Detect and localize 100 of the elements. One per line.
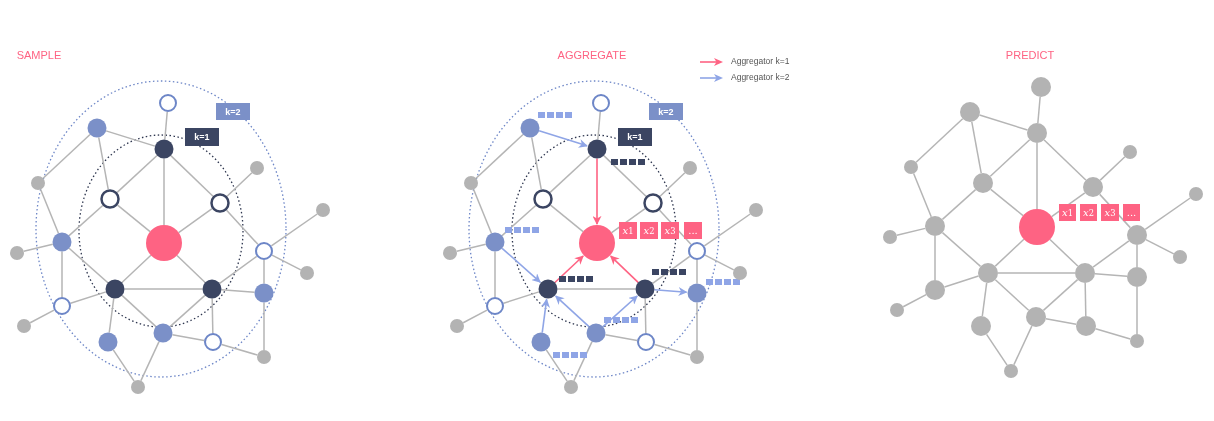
graph-node <box>531 332 551 352</box>
graph-edge <box>169 294 206 328</box>
graph-node <box>925 216 945 236</box>
graph-edge <box>658 209 692 246</box>
graph-edge <box>61 250 63 298</box>
graph-edge <box>97 136 109 191</box>
feature-label: ... <box>684 222 702 239</box>
graph-edge <box>653 343 692 356</box>
graph-node <box>688 242 706 260</box>
graph-node <box>971 316 991 336</box>
graph-node <box>300 266 314 280</box>
graph-node <box>643 193 663 213</box>
arrow <box>501 247 541 283</box>
graph-edge <box>651 255 691 285</box>
graph-node <box>592 94 610 112</box>
graph-edge <box>108 297 115 334</box>
arrow <box>541 298 551 334</box>
graph-edge <box>941 231 982 268</box>
graph-edge <box>971 121 982 174</box>
graph-edge <box>1136 286 1138 335</box>
graph-node <box>1189 187 1203 201</box>
graph-edge <box>29 309 55 324</box>
graph-edge <box>263 259 265 285</box>
graph-edge <box>603 154 647 197</box>
graph-edge <box>573 340 593 382</box>
graph-node <box>1127 225 1147 245</box>
graph-node <box>10 246 24 260</box>
graph-edge <box>494 250 496 298</box>
graph-node <box>1127 267 1147 287</box>
graph-edge <box>1042 278 1079 312</box>
graph-node <box>98 332 118 352</box>
graph-edge <box>1050 192 1086 218</box>
graph-edge <box>226 172 253 198</box>
graph-edge <box>211 297 214 334</box>
graph-node <box>890 303 904 317</box>
graph-node <box>1076 316 1096 336</box>
graph-edge <box>994 238 1025 267</box>
graph-edge <box>112 349 135 382</box>
graph-node <box>153 323 173 343</box>
graph-node <box>202 279 222 299</box>
graph-node <box>973 173 993 193</box>
graph-edge <box>545 349 568 382</box>
graph-node <box>100 189 120 209</box>
graph-edge <box>116 204 151 233</box>
graph-node <box>1083 177 1103 197</box>
arrow <box>609 255 639 284</box>
graph-edge <box>696 259 698 285</box>
graph-edge <box>225 209 259 246</box>
graph-node <box>52 232 72 252</box>
graph-edge <box>123 288 204 290</box>
graph-edge <box>501 204 537 237</box>
graph-node <box>637 333 655 351</box>
graph-node <box>53 297 71 315</box>
graph-node <box>31 176 45 190</box>
graph-edge <box>39 188 60 234</box>
graph-edge <box>610 207 646 234</box>
graph-edge <box>68 204 104 237</box>
hop-label: k=2 <box>649 103 683 120</box>
graph-edge <box>121 254 152 284</box>
panel-title: PREDICT <box>1005 49 1055 61</box>
graph-edge <box>530 136 542 191</box>
graph-node <box>131 380 145 394</box>
graph-edge <box>1037 96 1041 124</box>
graph-node <box>683 161 697 175</box>
graph-node <box>1123 145 1137 159</box>
graph-node <box>1075 263 1095 283</box>
graph-node <box>960 102 980 122</box>
arrow <box>653 287 688 297</box>
graph-edge <box>472 188 493 234</box>
graph-edge <box>1099 193 1131 229</box>
graph-node <box>749 203 763 217</box>
graph-edge <box>23 243 54 253</box>
graph-edge <box>1084 282 1087 317</box>
graph-edge <box>1049 238 1079 267</box>
hop-label: k=1 <box>185 128 219 146</box>
graph-edge <box>1094 273 1128 277</box>
graph-edge <box>604 333 638 342</box>
graph-node <box>690 350 704 364</box>
graph-node <box>105 279 125 299</box>
target-node <box>1019 209 1055 245</box>
graph-edge <box>475 133 524 179</box>
graph-edge <box>218 255 258 285</box>
graph-edge <box>1013 325 1033 366</box>
graph-node <box>464 176 478 190</box>
panel-title: SAMPLE <box>16 49 62 61</box>
graph-edge <box>703 213 751 247</box>
graph-edge <box>941 188 977 221</box>
graph-edge <box>140 340 160 382</box>
graph-edge <box>105 130 156 147</box>
graph-node <box>1130 334 1144 348</box>
graph-node <box>87 118 107 138</box>
graph-edge <box>170 154 214 197</box>
graph-node <box>978 263 998 283</box>
graph-edge <box>549 204 584 233</box>
graph-edge <box>163 157 165 226</box>
graph-node <box>159 94 177 112</box>
graph-edge <box>981 282 988 317</box>
graph-edge <box>456 243 487 253</box>
graph-edge <box>896 227 927 237</box>
graph-node <box>1004 364 1018 378</box>
